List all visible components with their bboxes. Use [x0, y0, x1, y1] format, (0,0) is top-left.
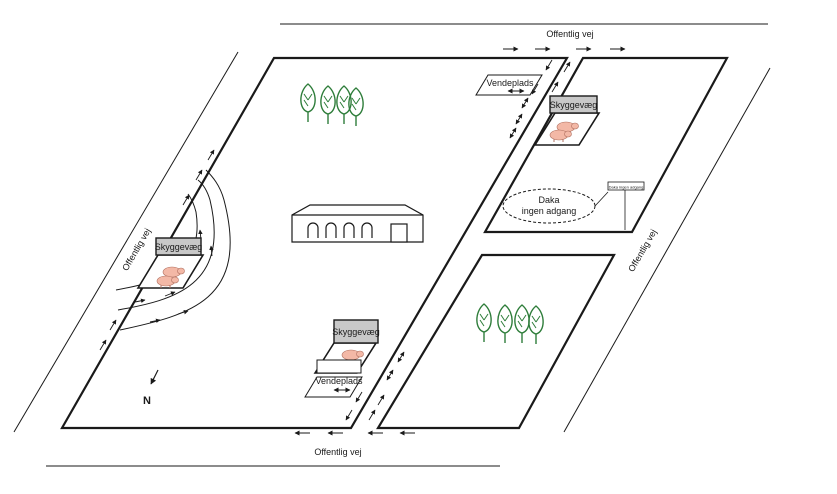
turning-area-label: Vendeplads: [486, 78, 534, 88]
turning-area-top: Vendeplads: [475, 74, 543, 96]
tree-group-lower-right: [476, 303, 544, 345]
north-label: N: [143, 395, 151, 407]
arrow-icon: [195, 169, 203, 181]
arrow-icon: [209, 245, 214, 257]
daka-sign-text: Daka ingen adgang: [609, 185, 644, 190]
daka-area: Daka ingen adgang Daka ingen adgang: [502, 181, 645, 230]
shade-wall-label: Skyggevæg: [155, 242, 203, 252]
turning-area-bottom: Vendeplads: [304, 376, 363, 398]
road-label-bottom: Offentlig vej: [314, 447, 361, 457]
tree-icon: [514, 304, 530, 344]
upper-right-field: [483, 56, 729, 234]
flow-arrows-left: [99, 149, 215, 351]
shade-wall-label: Skyggevæg: [550, 100, 598, 110]
tree-icon: [300, 83, 316, 123]
arrow-icon: [509, 127, 517, 139]
tree-icon: [497, 304, 513, 344]
arrow-icon: [207, 149, 215, 161]
tree-group-main: [300, 83, 364, 127]
main-field: [60, 56, 569, 430]
arrow-icon: [368, 409, 376, 421]
arrow-icon: [531, 83, 539, 95]
arrow-icon: [515, 113, 523, 125]
arrow-icon: [177, 310, 189, 315]
arrow-icon: [386, 369, 394, 381]
turning-area-label: Vendeplads: [315, 376, 363, 386]
arrow-icon: [182, 194, 190, 206]
road-label-right: Offentlig vej: [626, 227, 658, 273]
daka-label: Daka: [538, 195, 559, 205]
arrow-icon: [521, 97, 529, 109]
shade-wall-upper-right: Skyggevæg: [533, 95, 601, 146]
barn-icon: [291, 204, 424, 243]
arrow-icon: [109, 319, 117, 331]
arrow-icon: [563, 61, 571, 73]
tree-icon: [476, 303, 492, 343]
road-line-right: [563, 67, 771, 433]
arrow-icon: [99, 339, 107, 351]
arrow-icon: [164, 291, 176, 297]
arrow-icon: [345, 409, 353, 421]
daka-sublabel: ingen adgang: [522, 206, 577, 216]
shade-wall-left: Skyggevæg: [136, 237, 205, 289]
arrow-icon: [551, 81, 559, 93]
north-arrow-icon: N: [143, 369, 159, 407]
lower-right-field: [376, 253, 616, 430]
tree-icon: [320, 85, 336, 125]
arrow-icon: [397, 351, 405, 363]
arrow-icon: [377, 394, 385, 406]
arrow-icon: [545, 59, 553, 71]
tree-icon: [528, 305, 544, 345]
shade-wall-label: Skyggevæg: [332, 327, 380, 337]
arrow-icon: [355, 391, 363, 403]
road-line-left: [13, 51, 239, 433]
flow-arrows-corridor-bottom: [345, 351, 405, 421]
road-label-top: Offentlig vej: [546, 29, 593, 39]
road-lines: [13, 23, 771, 467]
flow-arrows-corridor-top: [509, 59, 571, 139]
arrow-icon: [134, 298, 146, 304]
arrow-icon: [149, 318, 161, 324]
road-label-left: Offentlig vej: [120, 226, 152, 272]
shade-wall-lower-center: Skyggevæg: [313, 319, 380, 374]
